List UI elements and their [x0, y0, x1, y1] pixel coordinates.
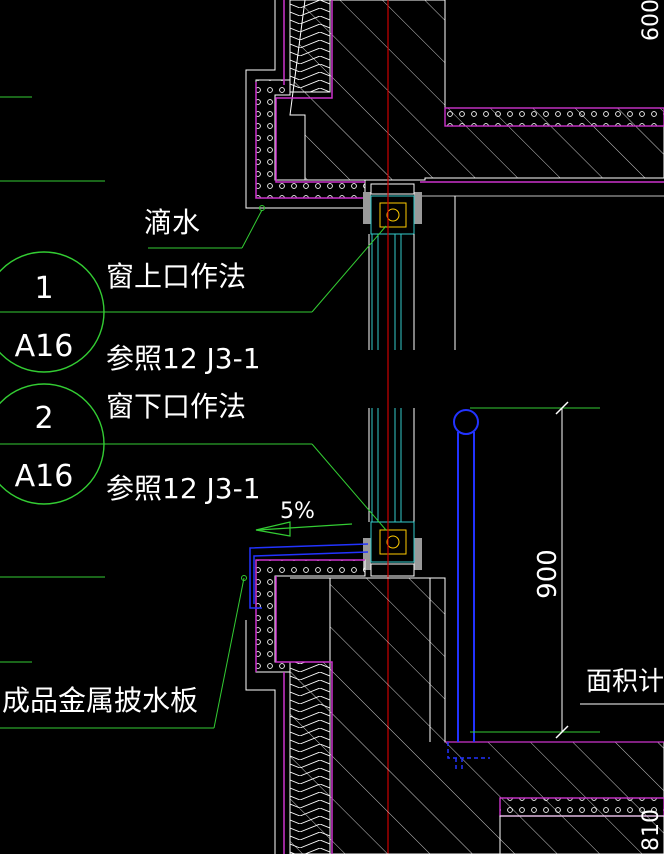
upper-insulation-outline [255, 0, 365, 199]
callout-1-sheet: A16 [15, 329, 74, 364]
drip-marker-icon [259, 205, 265, 211]
upper-insulation-strip [289, 0, 331, 93]
callout-2: 2 A16 [0, 383, 387, 531]
slope-label: 5% [280, 499, 315, 524]
flashing-marker-icon [241, 575, 247, 581]
lower-wall [245, 559, 664, 854]
window-head-frame [363, 183, 422, 235]
upper-concrete [289, 0, 664, 181]
sill-detail-reference: 参照12 J3-1 [106, 472, 261, 505]
left-reference-lines [0, 96, 263, 729]
flashing-label: 成品金属披水板 [2, 684, 198, 717]
callout-1-number: 1 [34, 271, 53, 306]
sill-detail-title: 窗下口作法 [106, 390, 246, 423]
callout-1: 1 A16 [0, 225, 387, 373]
drip-label: 滴水 [144, 206, 200, 239]
glass-panes [371, 234, 402, 522]
lower-insulation-outline [255, 559, 365, 854]
window-sill-frame [363, 521, 422, 577]
bottom-right-dimension: 810 [639, 809, 664, 851]
upper-slab-bubbles [444, 107, 664, 127]
lower-plaster-line [245, 620, 276, 854]
handrail-icon [453, 409, 479, 435]
head-detail-title: 窗上口作法 [106, 260, 246, 293]
dimension-900 [470, 401, 600, 739]
callout-2-sheet: A16 [15, 459, 74, 494]
metal-flashing [249, 543, 369, 609]
glass-outline [368, 234, 415, 522]
upper-plaster-line [245, 0, 365, 209]
slope-arrow-icon [255, 521, 353, 537]
top-right-dimension: 600 [639, 0, 664, 41]
lower-insulation-strip [289, 661, 331, 854]
lower-slab-box [499, 815, 664, 854]
upper-wall [245, 0, 664, 209]
railing [447, 409, 490, 770]
lower-bubble-lining [255, 559, 366, 673]
area-note: 面积计 [586, 667, 664, 697]
callout-2-number: 2 [34, 401, 53, 436]
head-detail-reference: 参照12 J3-1 [106, 342, 261, 375]
dimension-900-label: 900 [533, 549, 563, 599]
